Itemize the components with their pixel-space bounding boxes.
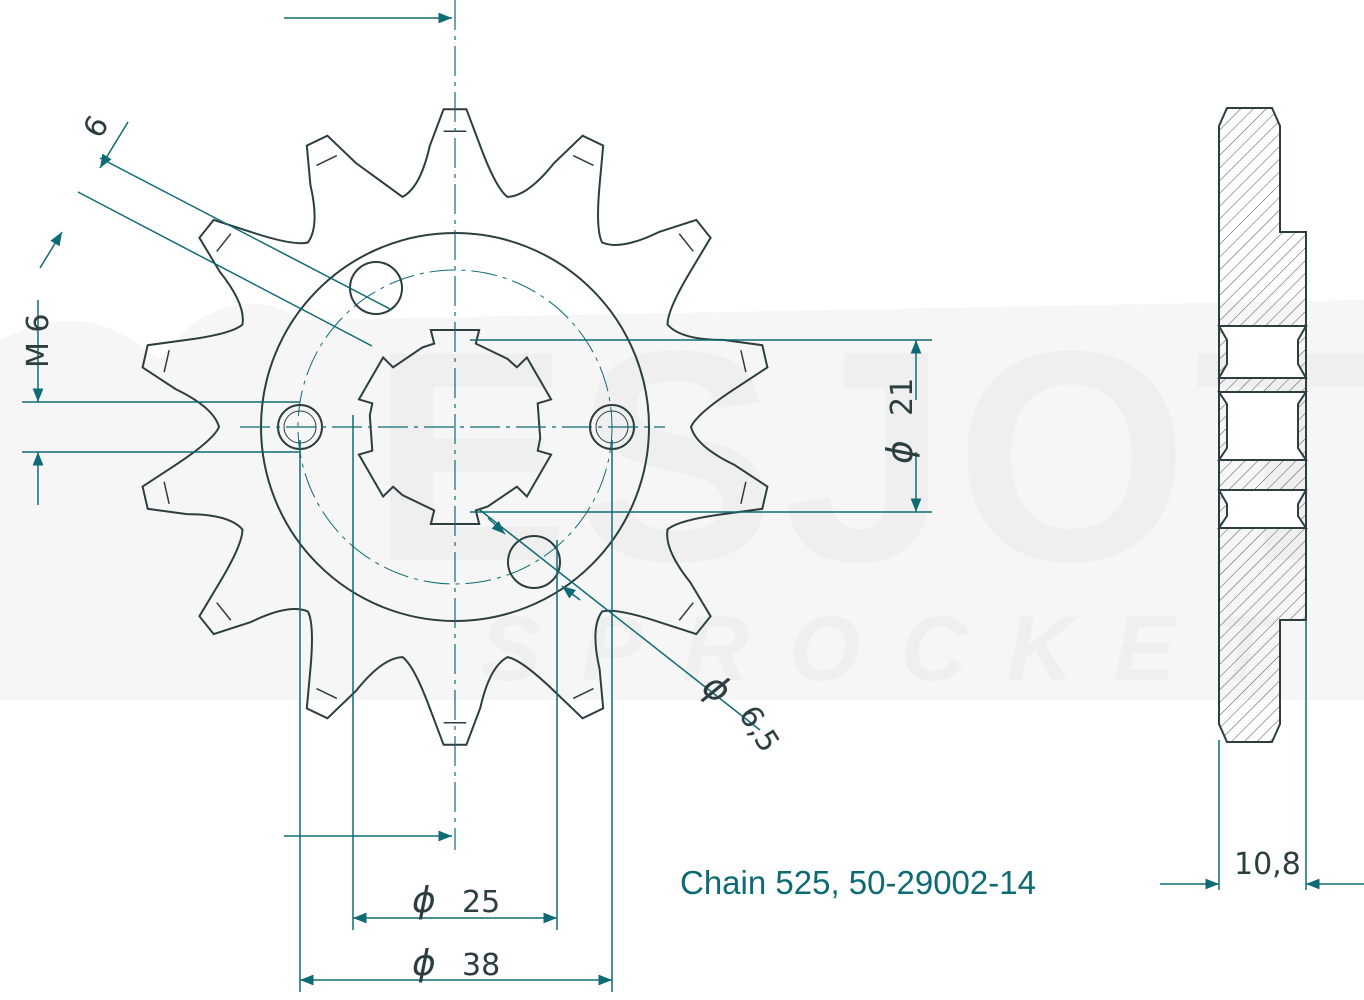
watermark: ESJOT SPROCKET	[0, 288, 1364, 700]
tooth-chamfer-line	[163, 350, 170, 373]
tooth-chamfer-line	[572, 687, 594, 700]
sprocket-teeth-outline	[141, 108, 769, 746]
dim-bolt-circle: 38	[462, 948, 500, 983]
tooth-chamfer-line	[740, 481, 747, 504]
tooth-chamfer-line	[316, 687, 338, 700]
dim-boss: 25	[462, 885, 500, 920]
tooth-chamfer-line	[740, 350, 747, 373]
side-spline-slots	[1217, 325, 1308, 529]
watermark-sub: SPROCKET	[480, 598, 1311, 700]
sprocket-side-view: 10,8	[1160, 107, 1364, 890]
dim-phi-21-symbol: ϕ	[880, 440, 921, 464]
tooth-chamfer-line	[678, 602, 694, 621]
watermark-brand: ESJOT	[370, 288, 1364, 624]
tooth-chamfer-line	[163, 481, 170, 504]
tooth-chamfer-line	[678, 233, 694, 252]
tooth-chamfer-line	[572, 154, 594, 167]
dim-inner-bore: 21	[885, 378, 920, 416]
sprocket-front-view	[141, 0, 769, 850]
dim-hole: 6,5	[731, 700, 786, 759]
dim-thread: M 6	[21, 313, 56, 368]
spline-bore-outline	[357, 329, 553, 525]
front-dimensions	[22, 12, 932, 992]
tooth-chamfer-line	[316, 154, 338, 167]
tooth-chamfer-line	[216, 233, 232, 252]
dim-phi-25-symbol: ϕ	[412, 880, 436, 921]
dim-keyway: 6	[77, 110, 117, 144]
dim-phi-38-symbol: ϕ	[412, 943, 436, 984]
tooth-chamfer-line	[216, 602, 232, 621]
through-hole	[507, 535, 561, 589]
dim-thickness: 10,8	[1234, 847, 1301, 882]
part-caption: Chain 525, 50-29002-14	[680, 864, 1036, 901]
